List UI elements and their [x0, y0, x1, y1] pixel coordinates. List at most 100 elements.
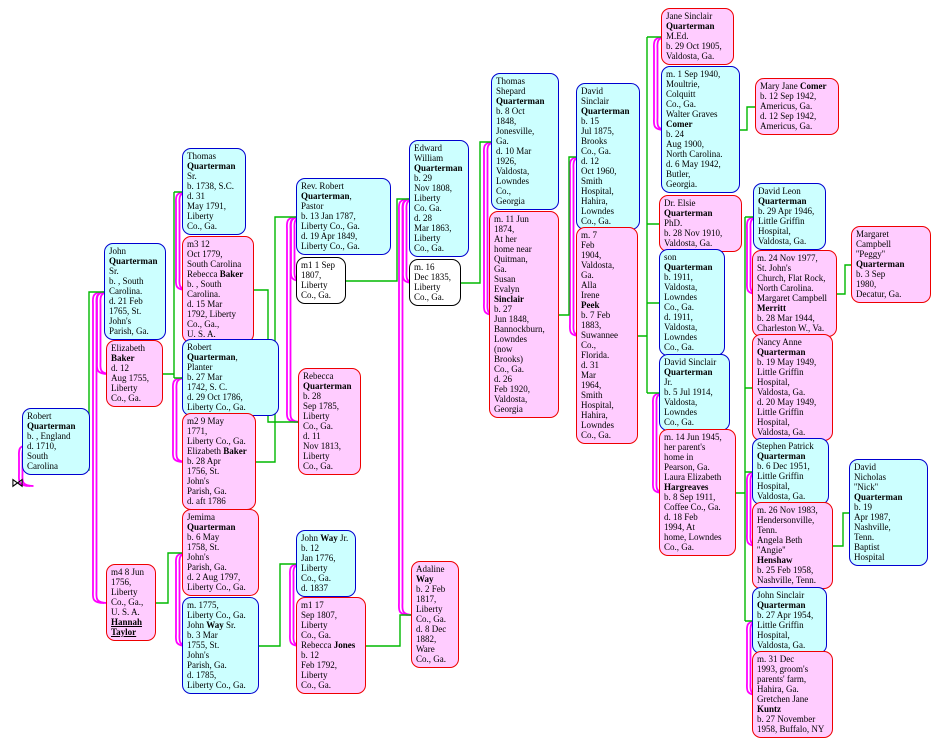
text-line: d. 1785, [187, 670, 217, 680]
text-line: b. 3 Sep [856, 269, 886, 279]
text-line: Suwannee [581, 330, 618, 340]
text-line: South Carolina [187, 259, 242, 269]
text-line: Georgia. [666, 179, 698, 189]
text-line: Co., Ga. [664, 302, 694, 312]
text-line: Americus, Ga. [760, 121, 813, 131]
text-line: Sinclair [581, 96, 609, 106]
text-line: Hospital, [757, 481, 790, 491]
descent-line [259, 563, 296, 647]
text-line: Smith [581, 176, 603, 186]
text-line: Carolina. [187, 289, 221, 299]
text-line: m. 24 Nov 1977, [757, 253, 818, 263]
text-line: Kuntz [757, 704, 782, 714]
text-line: Campbell [856, 239, 891, 249]
text-line: 1742, S. C. [187, 382, 228, 392]
text-line: 1958, Buffalo, NY [757, 724, 825, 734]
text-line: d. 1837 [301, 583, 328, 593]
descent-line [559, 156, 576, 316]
text-line: Nancy Anne [757, 337, 802, 347]
text-line: Parish, Ga. [187, 486, 227, 496]
text-line: Co., Ga. [664, 342, 694, 352]
text-line: Stephen Patrick [757, 441, 814, 451]
text-line: Sr. [109, 266, 119, 276]
text-line: Elizabeth [111, 343, 145, 353]
text-line: Pastor [301, 201, 324, 211]
text-line: Valdosta, Ga. [757, 491, 806, 501]
text-line: St. John's [757, 263, 792, 273]
text-line: Quarterman, [301, 191, 352, 201]
text-line: Little Griffin [757, 471, 804, 481]
text-line: Co. Ga. [414, 203, 442, 213]
text-line: d. 1911, [664, 312, 693, 322]
text-line: Liberty Co., Ga. [187, 402, 246, 412]
text-line: Quarterman [187, 522, 236, 532]
text-line: Quarterman [757, 347, 806, 357]
text-line: b. 13 Jan 1787, [301, 211, 356, 221]
text-line: Liberty [301, 563, 328, 573]
descent-line [366, 614, 411, 647]
text-line: Thomas [496, 76, 525, 86]
text-line: Laura Elizabeth [664, 472, 722, 482]
text-line: Valdosta, [664, 397, 698, 407]
text-line: Liberty [301, 670, 328, 680]
text-line: d. 18 Feb [664, 512, 698, 522]
text-line: Adaline [416, 564, 445, 574]
couple-line [17, 444, 31, 487]
text-line: Quarterman [757, 600, 806, 610]
text-line: d. 1710, [27, 441, 57, 451]
text-line: Liberty Co., Ga. [187, 582, 246, 592]
text-line: d. 19 Apr 1849, [301, 231, 358, 241]
text-line: b. 3 Mar [187, 630, 218, 640]
text-line: Hospital, [581, 186, 614, 196]
text-line: 1755, St. [187, 640, 220, 650]
text-line: Brooks [581, 136, 608, 146]
text-line: ''Peggy'' [856, 249, 885, 259]
text-line: Nashville, Tenn. [757, 575, 816, 585]
text-line: Co., [496, 186, 512, 196]
text-line: Tenn. [854, 532, 875, 542]
text-line: b. 25 Feb 1958, [757, 565, 814, 575]
couple-line [397, 198, 411, 616]
text-line: Angela Beth [757, 535, 803, 545]
couple-line [651, 392, 665, 494]
text-line: Walter Graves [666, 109, 718, 119]
text-line: Co., [581, 340, 597, 350]
text-line: Quarterman [664, 367, 713, 377]
text-line: 1756, St. [187, 466, 220, 476]
text-line: Liberty [301, 280, 328, 290]
text-line: Henshaw [757, 555, 793, 565]
couple-line [91, 291, 105, 604]
text-line: Co., Ga. [301, 680, 331, 690]
text-line: Jonesville, [496, 126, 535, 136]
text-line: m4 8 Jun [111, 567, 145, 577]
text-line: Shepard [496, 86, 526, 96]
text-line: Lowndes [664, 407, 697, 417]
couple-line [174, 552, 188, 647]
text-line: Florida. [581, 350, 610, 360]
text-line: Liberty Co., Ga. [301, 221, 360, 231]
text-line: b. 12 [301, 543, 319, 553]
text-line: son [664, 252, 677, 262]
text-line: Margaret [856, 229, 889, 239]
couple-line [745, 620, 759, 696]
text-line: Rebecca Baker [187, 269, 244, 279]
descent-line [346, 198, 409, 282]
text-line: Moultrie, [666, 79, 700, 89]
text-line: 1817, [416, 594, 437, 604]
text-line: Little Griffin [757, 620, 804, 630]
text-line: Valdosta, Ga. [757, 640, 806, 650]
text-line: Liberty Co., Ga. [187, 610, 246, 620]
text-line: m2 9 May [187, 416, 224, 426]
text-line: Hospital, [757, 630, 790, 640]
text-line: 1926, [496, 156, 517, 166]
text-line: Quarterman [757, 451, 806, 461]
text-line: b. 27 [494, 304, 512, 314]
